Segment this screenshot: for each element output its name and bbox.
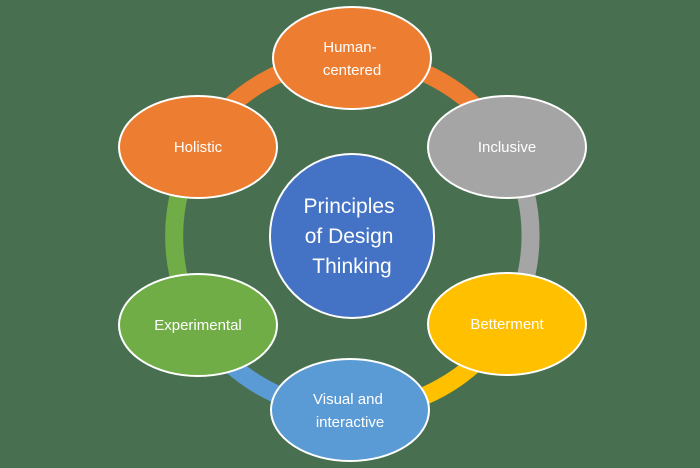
- node-human-centered: [272, 6, 432, 110]
- node-inclusive: [427, 95, 587, 199]
- node-betterment-label: Betterment: [470, 316, 544, 333]
- cycle-nodes: Human- centered Inclusive Betterment Vis…: [118, 6, 587, 462]
- node-visual-and-interactive-label: Visual and interactive: [313, 391, 387, 431]
- node-human-centered-line-1: Human-: [323, 39, 376, 56]
- node-visual-and-interactive: [270, 358, 430, 462]
- node-visual-and-interactive-line-2: interactive: [316, 414, 384, 431]
- center-line-2: of Design: [305, 225, 394, 248]
- node-visual-and-interactive-line-1: Visual and: [313, 391, 383, 408]
- center-node: [269, 153, 435, 319]
- node-holistic-label: Holistic: [174, 139, 223, 156]
- center-node-group: Principles of Design Thinking: [269, 153, 435, 319]
- center-node-label: Principles of Design Thinking: [304, 195, 401, 278]
- node-holistic: [118, 95, 278, 199]
- node-human-centered-label: Human- centered: [323, 39, 381, 79]
- node-experimental-label: Experimental: [154, 317, 242, 334]
- center-line-1: Principles: [304, 195, 395, 218]
- node-experimental: [118, 273, 278, 377]
- center-line-3: Thinking: [312, 255, 391, 278]
- node-betterment: [427, 272, 587, 376]
- node-inclusive-label: Inclusive: [478, 139, 536, 156]
- node-human-centered-line-2: centered: [323, 62, 381, 79]
